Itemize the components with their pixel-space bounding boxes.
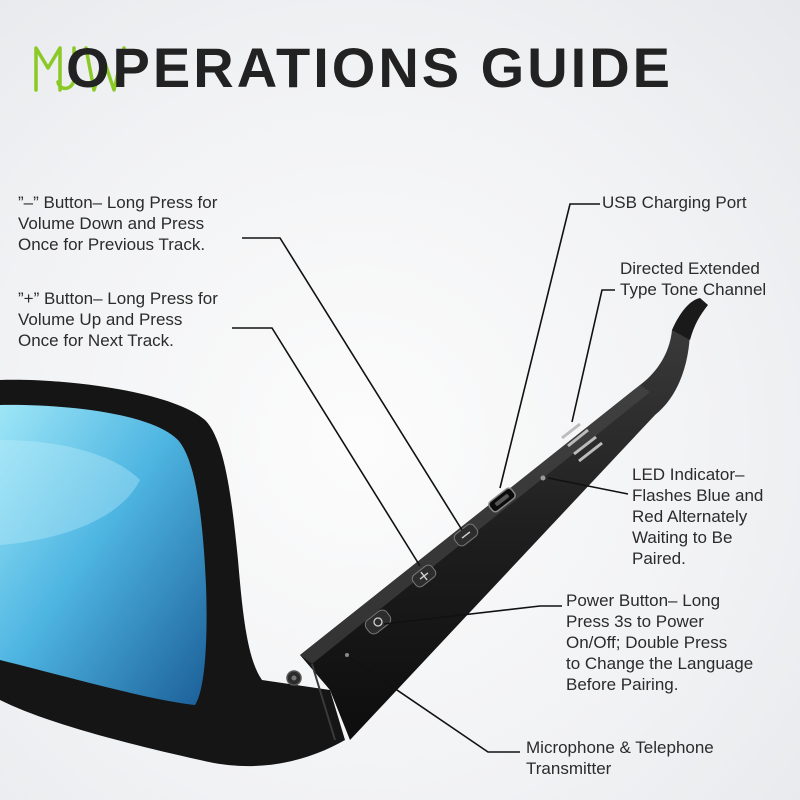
leader-power <box>383 605 562 625</box>
leader-led <box>547 477 629 495</box>
leader-tone <box>571 289 615 423</box>
leader-mic <box>349 657 520 753</box>
callout-minus-button: ”–” Button– Long Press for Volume Down a… <box>18 193 218 254</box>
lens-highlight <box>0 440 140 545</box>
callout-plus-button: ”+” Button– Long Press for Volume Up and… <box>18 289 218 350</box>
leader-minus <box>242 237 463 531</box>
temple-tip <box>672 298 708 340</box>
plus-button-icon <box>411 564 437 588</box>
mic-hole-icon <box>345 653 349 657</box>
page-title: OPERATIONS GUIDE <box>66 36 674 99</box>
callout-tone-channel: Directed Extended Type Tone Channel <box>620 259 767 299</box>
leader-plus <box>232 327 421 567</box>
led-dot-icon <box>540 475 546 481</box>
callout-led-indicator: LED Indicator– Flashes Blue and Red Alte… <box>632 465 764 568</box>
speaker-grille-icon <box>561 422 603 463</box>
usb-port-icon <box>488 487 516 513</box>
power-button-icon <box>364 609 392 635</box>
leader-usb <box>499 203 600 489</box>
callout-microphone: Microphone & Telephone Transmitter <box>526 738 714 778</box>
leader-lines <box>232 203 629 753</box>
mjw-logo <box>34 46 126 92</box>
temple-arm-top <box>300 385 650 664</box>
callout-power-button: Power Button– Long Press 3s to Power On/… <box>566 591 754 694</box>
callout-usb-port: USB Charging Port <box>602 193 747 212</box>
lens <box>0 404 207 705</box>
